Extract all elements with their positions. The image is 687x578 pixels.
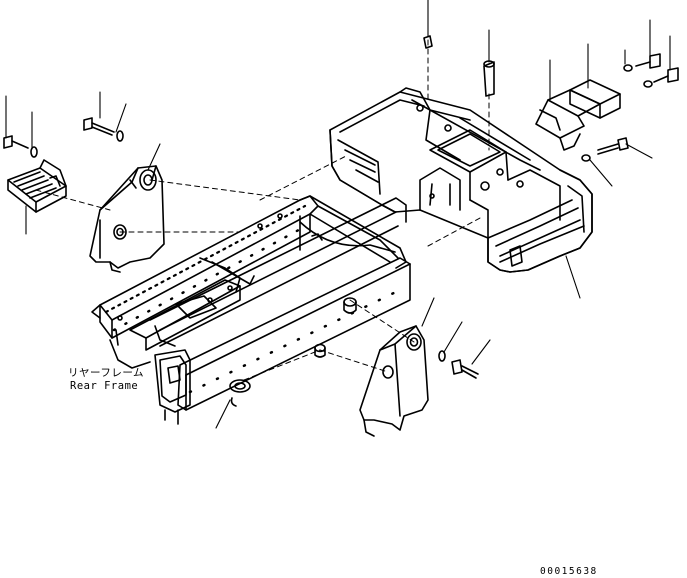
counterweight	[330, 88, 592, 272]
assembly-lines	[36, 40, 489, 380]
rear-frame-label-english: Rear Frame	[70, 380, 139, 392]
stopper-block	[570, 80, 620, 118]
right-counterweight-bracket	[360, 326, 428, 436]
rubber-pad	[8, 160, 66, 212]
rear-frame	[92, 196, 410, 424]
callout-leaders	[6, 0, 670, 428]
drawing-number: 00015638	[540, 566, 598, 577]
rear-frame-label-japanese: リヤーフレーム	[68, 367, 145, 379]
left-counterweight-bracket	[90, 166, 164, 272]
fasteners	[4, 36, 678, 406]
